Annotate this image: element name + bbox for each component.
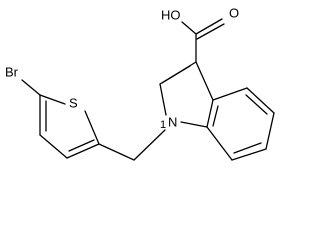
methylene-linker <box>98 129 166 161</box>
bromine-label: Br <box>5 64 19 79</box>
benzene-ring <box>206 87 275 161</box>
carboxylic-acid-group <box>181 18 225 63</box>
bond-c3a-c7a <box>206 99 214 128</box>
bond-c2t-br <box>21 79 41 96</box>
bond-s-c2t <box>39 94 66 105</box>
bond-c3-c2-inner <box>161 65 191 84</box>
bond-c6-c7-inner <box>233 142 262 154</box>
bond-c7-c7a <box>206 126 233 161</box>
bond-c3a-c4 <box>212 87 248 101</box>
bond-c6-c7 <box>231 148 267 161</box>
bond-c-oh <box>181 21 197 35</box>
bond-c3-c3a <box>195 61 214 101</box>
indole-nitrogen-label: N <box>168 114 177 129</box>
bond-c5t-s <box>84 110 100 145</box>
bond-c3t-c4t <box>39 134 68 159</box>
molecule-structure: HO O S Br 1 N <box>5 5 275 161</box>
bond-c-o-double-2 <box>196 23 225 40</box>
carbonyl-oxygen-label: O <box>229 5 239 20</box>
bond-c5-c6 <box>265 112 275 150</box>
bond-c4-c5-inner <box>245 94 268 115</box>
bond-ch2-thiophene <box>98 143 135 161</box>
bond-c4t-c5t <box>66 143 100 159</box>
bond-n1-c7a <box>180 121 208 128</box>
bond-c4t-c5t-inner <box>68 139 95 152</box>
pyrrole-ring <box>159 61 214 128</box>
bond-c-o-double-1 <box>195 18 223 35</box>
bond-n1-ch2 <box>133 129 166 161</box>
bond-c3a-c7a-inner <box>212 105 219 127</box>
bond-c2-n1 <box>159 83 167 116</box>
nitrogen-locant-label: 1 <box>160 119 166 131</box>
bond-c4-c5 <box>246 87 275 114</box>
thiophene-ring <box>21 79 100 159</box>
hydroxyl-label: HO <box>161 7 181 22</box>
sulfur-label: S <box>69 95 78 110</box>
